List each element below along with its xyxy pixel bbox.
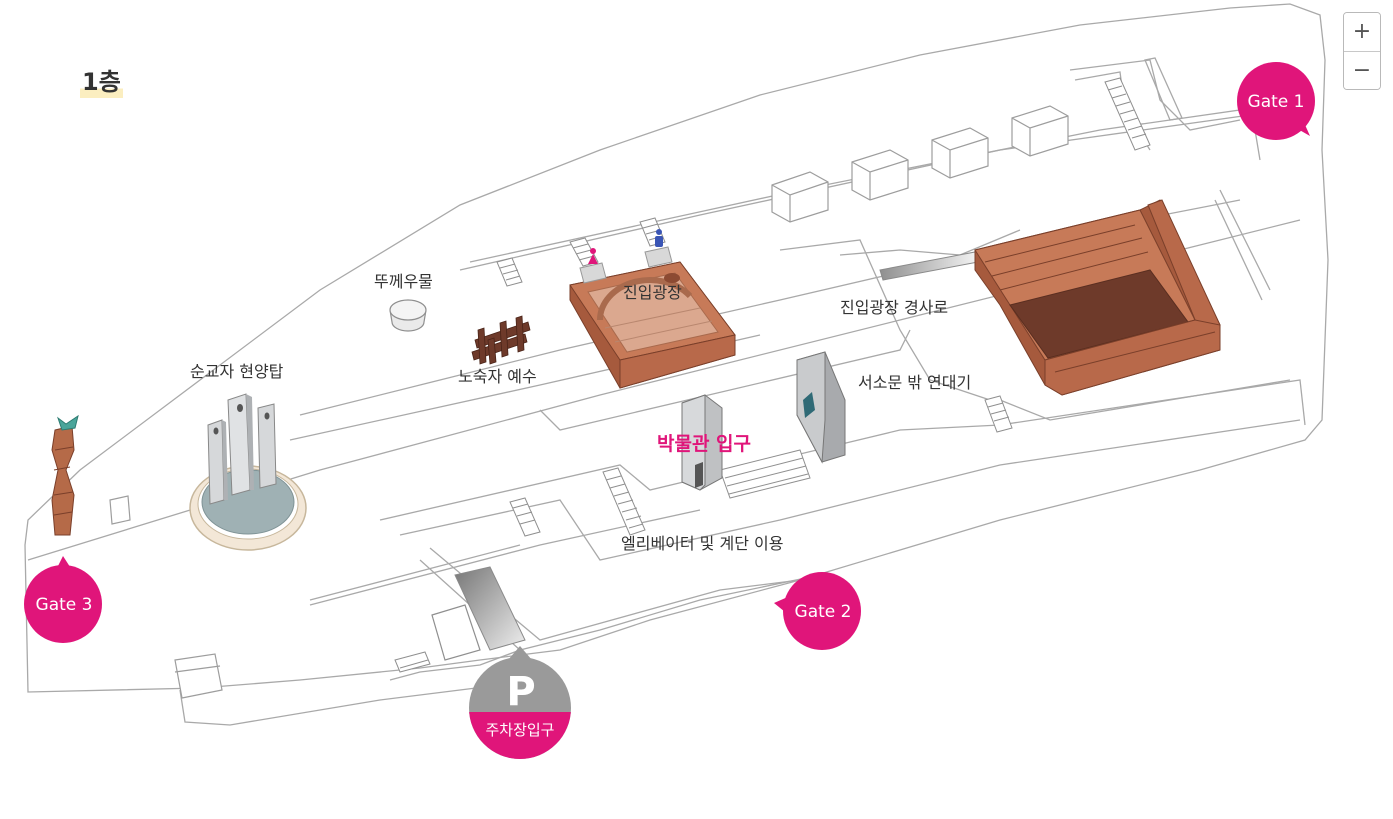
martyr-tower-label: 순교자 현양탑: [190, 362, 284, 381]
floor-title: 1층: [80, 66, 123, 98]
female-restroom-icon: [588, 248, 598, 264]
martyr-tower: [189, 393, 307, 551]
zoom-divider: [1344, 51, 1380, 52]
gate3-sculpture: [51, 414, 79, 536]
museum-entrance-block: [681, 394, 723, 491]
zoom-control: + −: [1343, 12, 1381, 90]
entrance-slope-label: 진입광장 경사로: [840, 298, 948, 317]
museum-entrance-label: 박물관 입구: [657, 433, 751, 455]
gate3-label: Gate 3: [36, 595, 93, 615]
ttukkeumul-well: [389, 299, 427, 332]
gate2-label: Gate 2: [795, 602, 852, 622]
gate1-label: Gate 1: [1248, 92, 1305, 112]
seosomun-chronicle-label: 서소문 밖 연대기: [858, 373, 971, 392]
large-brick-structure: [974, 199, 1221, 396]
homeless-jesus-bench: [471, 315, 531, 365]
zoom-in-button[interactable]: +: [1344, 13, 1380, 51]
rooftop-buildings: [109, 105, 1069, 699]
parking-booth: [431, 604, 481, 661]
stairs: [394, 77, 1151, 673]
parking-entrance-label: 주차장입구: [485, 721, 554, 739]
entrance-plaza-structure: [569, 246, 736, 389]
male-restroom-icon: [655, 229, 663, 247]
gate2-marker[interactable]: Gate 2: [774, 572, 861, 650]
entrance-plaza-label: 진입광장: [623, 283, 682, 302]
gate1-marker[interactable]: Gate 1: [1237, 62, 1315, 140]
seosomun-chronicle-stone: [796, 351, 846, 464]
homeless-jesus-label: 노숙자 예수: [458, 367, 537, 386]
elevator-stairs-label: 엘리베이터 및 계단 이용: [621, 534, 783, 553]
zoom-out-button[interactable]: −: [1344, 52, 1380, 89]
gate3-marker[interactable]: Gate 3: [24, 556, 102, 643]
ttukkeumul-label: 뚜께우물: [374, 272, 433, 291]
parking-entrance-marker[interactable]: P 주차장입구: [465, 646, 575, 762]
parking-ramp: [454, 566, 526, 651]
parking-icon: P: [506, 669, 535, 715]
